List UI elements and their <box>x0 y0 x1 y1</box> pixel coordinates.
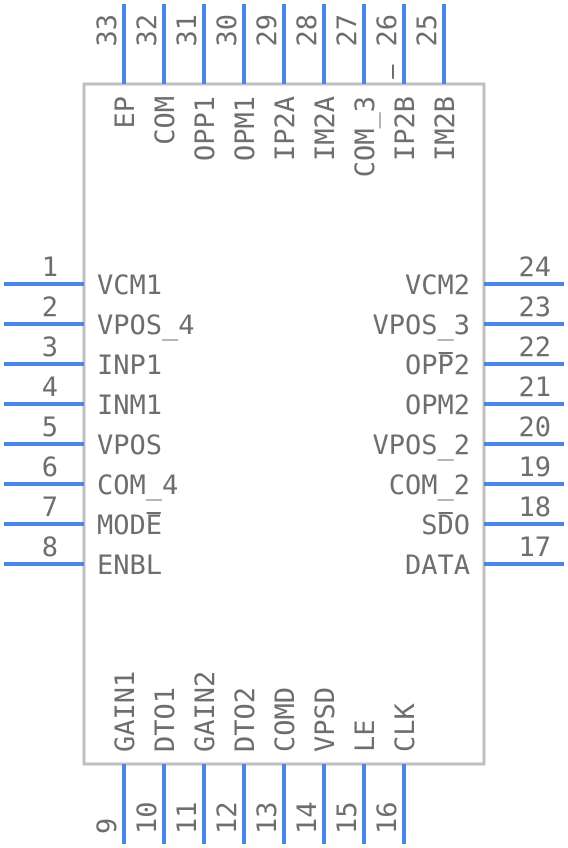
pin-20-label: VPOS_2 <box>372 430 470 461</box>
chip-body <box>82 82 486 766</box>
pin-3-number: 3 <box>42 332 58 363</box>
pin-7-number: 7 <box>42 492 58 523</box>
pin-26-number: 26 <box>372 14 403 47</box>
pin-16-label: CLK <box>390 702 421 752</box>
pin-3-label: INP1 <box>97 350 162 381</box>
pin-22-label: OPP2 <box>405 350 470 381</box>
pin-16-number: 16 <box>372 801 403 834</box>
pins-layer: 1VCM12VPOS_43INP14INM15VPOS6COM_47MODE8E… <box>4 4 564 844</box>
pin-31-number: 31 <box>172 14 203 47</box>
pin-10-label: DTO1 <box>150 687 181 752</box>
pin-19-number: 19 <box>518 452 551 483</box>
pin-1-label: VCM1 <box>97 270 162 301</box>
pin-30-label: OPM1 <box>230 96 261 161</box>
pin-9-label: GAIN1 <box>110 671 141 752</box>
pin-20-number: 20 <box>518 412 551 443</box>
pin-4-label: INM1 <box>97 390 162 421</box>
pin-11-label: GAIN2 <box>190 671 221 752</box>
pin-27-number: 27 <box>332 14 363 47</box>
pin-32-number: 32 <box>132 14 163 47</box>
pin-19-label: COM_2 <box>389 470 470 501</box>
pin-1-number: 1 <box>42 252 58 283</box>
pin-27-label: COM_3 <box>350 96 381 177</box>
pin-30-number: 30 <box>212 14 243 47</box>
pin-28-label: IM2A <box>310 96 341 161</box>
pin-4-number: 4 <box>42 372 58 403</box>
pin-23-label: VPOS_3 <box>372 310 470 341</box>
pin-6-number: 6 <box>42 452 58 483</box>
pin-13-number: 13 <box>252 801 283 834</box>
pin-23-number: 23 <box>518 292 551 323</box>
pin-18-label: SDO <box>421 510 470 541</box>
pin-10-number: 10 <box>132 801 163 834</box>
pin-22-number: 22 <box>518 332 551 363</box>
pin-14-number: 14 <box>292 801 323 834</box>
pin-12-number: 12 <box>212 801 243 834</box>
pin-21-label: OPM2 <box>405 390 470 421</box>
pin-28-number: 28 <box>292 14 323 47</box>
pin-8-number: 8 <box>42 532 58 563</box>
pin-2-number: 2 <box>42 292 58 323</box>
pin-21-number: 21 <box>518 372 551 403</box>
pin-25-label: IM2B <box>430 96 461 161</box>
pin-24-number: 24 <box>518 252 551 283</box>
pin-2-label: VPOS_4 <box>97 310 195 341</box>
pin-6-label: COM_4 <box>97 470 178 501</box>
pin-31-label: OPP1 <box>190 96 221 161</box>
pin-24-label: VCM2 <box>405 270 470 301</box>
pin-8-label: ENBL <box>97 550 162 581</box>
pin-33-label: EP <box>110 96 141 129</box>
pin-25-number: 25 <box>412 14 443 47</box>
pin-9-number: 9 <box>92 818 123 834</box>
pin-26-label: IP2B <box>390 96 421 161</box>
pin-32-label: COM <box>150 96 181 145</box>
pin-5-label: VPOS <box>97 430 162 461</box>
pin-7-label: MODE <box>97 510 162 541</box>
pin-14-label: VPSD <box>310 687 341 752</box>
pin-15-number: 15 <box>332 801 363 834</box>
pin-17-label: DATA <box>405 550 470 581</box>
pin-13-label: COMD <box>270 687 301 752</box>
pin-15-label: LE <box>350 719 381 752</box>
pin-33-number: 33 <box>92 14 123 47</box>
pin-11-number: 11 <box>172 801 203 834</box>
pin-18-number: 18 <box>518 492 551 523</box>
pin-29-label: IP2A <box>270 96 301 161</box>
pin-17-number: 17 <box>518 532 551 563</box>
pin-12-label: DTO2 <box>230 687 261 752</box>
pin-29-number: 29 <box>252 14 283 47</box>
pin-5-number: 5 <box>42 412 58 443</box>
